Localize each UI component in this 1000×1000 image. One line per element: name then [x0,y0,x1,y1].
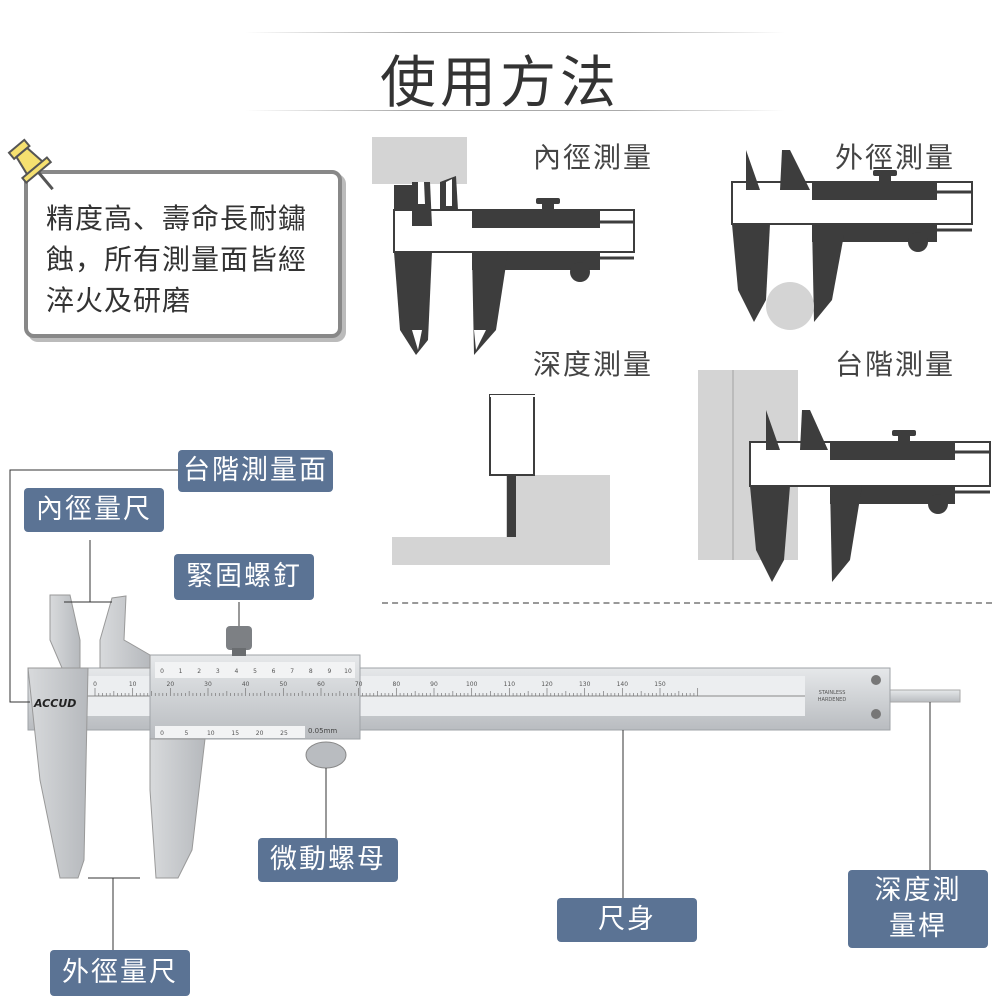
tag-main-scale: 尺身 [557,898,697,942]
main-scale-label: 100 [466,681,478,688]
main-scale-label: 120 [541,681,553,688]
main-scale-label: 0 [93,681,97,688]
label-depth-measure: 深度測量 [533,348,654,381]
vernier-top-label: 1 [179,668,183,675]
step-measure-diagram [698,370,991,582]
main-scale-label: 70 [355,681,363,688]
label-inner-measure: 內徑測量 [533,141,654,174]
vernier-top-label: 8 [309,668,313,675]
vernier-bottom-label: 15 [231,730,239,737]
vernier-top-label: 10 [344,668,352,675]
caliper-stainless: STAINLESS HARDENED [817,690,847,703]
vernier-top-label: 5 [253,668,257,675]
vernier-top-label: 0 [160,668,164,675]
feature-note: 精度高、壽命長耐鏽蝕，所有測量面皆經淬火及研磨 [24,170,342,338]
label-outer-measure: 外徑測量 [835,141,956,174]
feature-note-text: 精度高、壽命長耐鏽蝕，所有測量面皆經淬火及研磨 [46,202,308,317]
main-scale-label: 40 [242,681,250,688]
main-scale-label: 20 [167,681,175,688]
main-scale-label: 130 [579,681,591,688]
main-scale-label: 150 [654,681,666,688]
depth-measure-diagram [392,394,610,565]
main-scale-label: 90 [430,681,438,688]
page-title: 使用方法 [380,51,620,116]
vernier-top-label: 9 [327,668,331,675]
title-line-top [245,32,785,33]
caliper-brand: ACCUD [34,697,77,710]
outer-measure-diagram [731,150,973,330]
main-scale-label: 110 [504,681,516,688]
vernier-top-label: 7 [290,668,294,675]
pushpin-icon [7,138,54,191]
main-scale-label: 140 [617,681,629,688]
main-scale-label: 50 [280,681,288,688]
vernier-bottom-label: 5 [184,730,188,737]
main-scale-label: 60 [317,681,325,688]
vernier-bottom-label: 20 [256,730,264,737]
vernier-top-label: 2 [197,668,201,675]
vernier-top-label: 4 [234,668,238,675]
caliper-resolution: 0.05mm [308,727,338,735]
tag-inner-jaw: 內徑量尺 [24,488,164,532]
tag-depth-rod: 深度測量桿 [848,870,988,948]
section-divider [382,602,992,604]
main-scale-label: 10 [129,681,137,688]
vernier-bottom-label: 10 [207,730,215,737]
inner-measure-diagram [372,137,635,355]
usage-diagrams [372,137,991,582]
vernier-top-label: 6 [272,668,276,675]
vernier-top-label: 3 [216,668,220,675]
main-scale-label: 30 [204,681,212,688]
tag-depth-rod-text: 深度測量桿 [874,875,962,942]
label-step-measure: 台階測量 [835,348,956,381]
main-scale-label: 80 [393,681,401,688]
title-line-bottom [245,110,785,111]
tag-fine-nut: 微動螺母 [258,838,398,882]
tag-step-face: 台階測量面 [178,450,333,492]
vernier-bottom-label: 25 [280,730,288,737]
vernier-bottom-label: 0 [160,730,164,737]
tag-outer-jaw: 外徑量尺 [50,950,190,996]
tag-lock-screw: 緊固螺釘 [174,554,314,600]
